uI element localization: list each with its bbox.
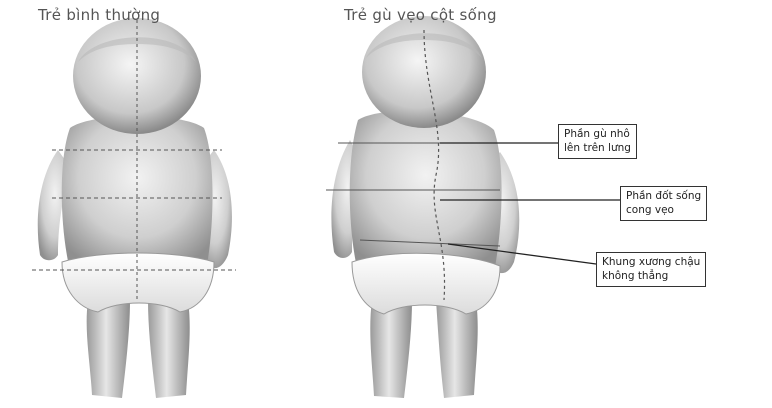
title-scoliosis-child: Trẻ gù vẹo cột sống xyxy=(344,6,497,24)
callout-hump-line2: lên trên lưng xyxy=(564,141,631,155)
callout-pelvis: Khung xương chậu không thẳng xyxy=(596,252,706,287)
torso xyxy=(62,116,213,270)
normal-child-figure xyxy=(32,18,236,398)
left-leg xyxy=(87,300,130,398)
callout-spine-line2: cong vẹo xyxy=(626,203,701,217)
diaper xyxy=(352,253,500,314)
callout-spine: Phần đốt sống cong vẹo xyxy=(620,186,707,221)
left-leg xyxy=(370,300,412,398)
diaper xyxy=(62,253,214,312)
right-leg xyxy=(148,300,190,398)
scoliosis-child-figure xyxy=(326,16,620,398)
right-leg xyxy=(436,300,478,398)
callout-pelvis-line2: không thẳng xyxy=(602,269,700,283)
callout-spine-line1: Phần đốt sống xyxy=(626,189,701,203)
callout-hump: Phần gù nhô lên trên lưng xyxy=(558,124,637,159)
title-normal-child: Trẻ bình thường xyxy=(38,6,160,24)
callout-pelvis-line1: Khung xương chậu xyxy=(602,255,700,269)
callout-hump-line1: Phần gù nhô xyxy=(564,127,631,141)
